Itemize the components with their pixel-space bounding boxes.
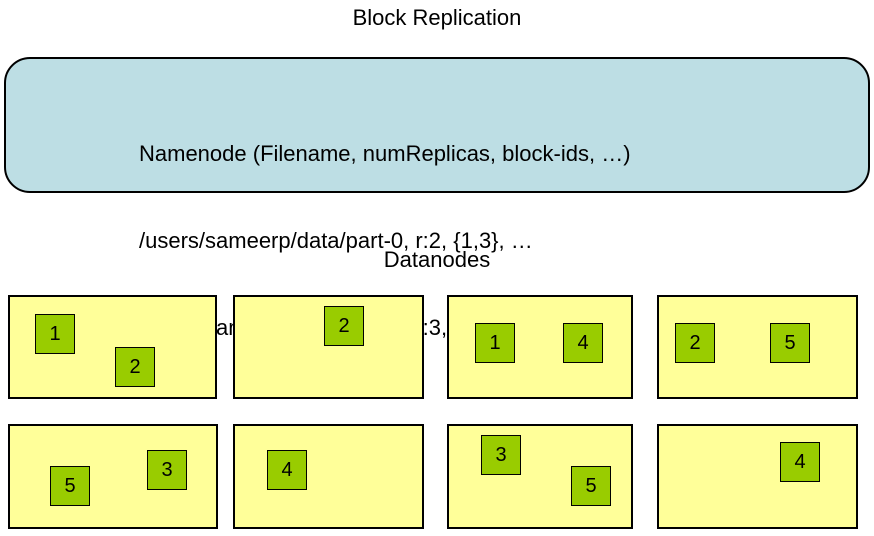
block-2: 2	[675, 323, 715, 363]
block-label: 4	[281, 458, 293, 481]
block-4: 4	[267, 450, 307, 490]
block-label: 4	[577, 331, 589, 354]
datanode-6: 4	[233, 424, 424, 529]
block-5: 5	[50, 466, 90, 506]
block-1: 1	[475, 323, 515, 363]
datanode-2: 2	[233, 295, 424, 399]
namenode-header-line: Namenode (Filename, numReplicas, block-i…	[139, 141, 631, 166]
block-label: 2	[129, 355, 141, 378]
block-label: 2	[689, 331, 701, 354]
block-3: 3	[147, 450, 187, 490]
namenode-box: Namenode (Filename, numReplicas, block-i…	[4, 57, 870, 340]
block-label: 5	[585, 474, 597, 497]
block-label: 4	[794, 450, 806, 473]
block-2: 2	[324, 306, 364, 346]
block-4: 4	[780, 442, 820, 482]
block-1: 1	[35, 314, 75, 354]
block-2: 2	[115, 347, 155, 387]
page-title: Block Replication	[352, 5, 522, 30]
namenode-file-entry-part0: /users/sameerp/data/part-0, r:2, {1,3}, …	[139, 228, 533, 253]
datanodes-label: Datanodes	[383, 247, 491, 272]
block-label: 2	[338, 314, 350, 337]
block-5: 5	[571, 466, 611, 506]
block-3: 3	[481, 435, 521, 475]
block-label: 1	[489, 331, 501, 354]
block-label: 5	[784, 331, 796, 354]
block-5: 5	[770, 323, 810, 363]
block-label: 3	[495, 443, 507, 466]
block-4: 4	[563, 323, 603, 363]
block-label: 3	[161, 458, 173, 481]
block-label: 1	[49, 322, 61, 345]
datanode-8: 4	[657, 424, 858, 529]
block-label: 5	[64, 474, 76, 497]
